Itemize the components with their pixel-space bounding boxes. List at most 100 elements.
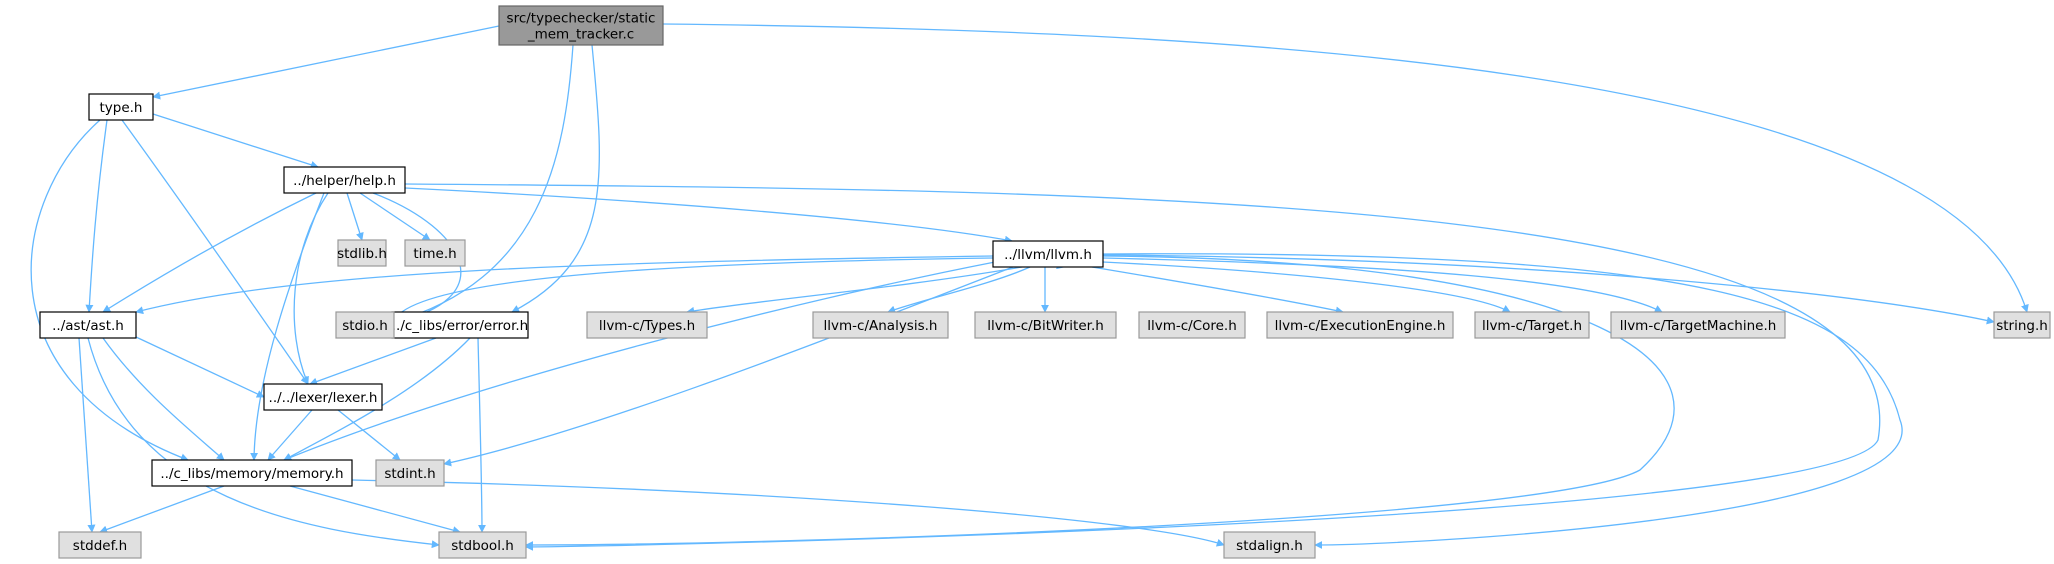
edge-llvm-to-memory — [283, 261, 996, 461]
edge-help-to-ast — [102, 192, 317, 313]
node-box-root[interactable] — [498, 5, 664, 46]
node-box-targetmachine[interactable] — [1610, 311, 1786, 339]
node-stdbool[interactable]: stdbool.h — [438, 531, 527, 559]
node-box-type[interactable] — [88, 93, 154, 121]
node-box-bitwriter[interactable] — [974, 311, 1117, 339]
edge-error-to-lexer — [309, 337, 437, 386]
edge-type-to-ast — [85, 119, 108, 313]
edge-help-to-stdbool — [404, 183, 1881, 551]
node-ast[interactable]: ../ast/ast.h — [39, 311, 137, 339]
edge-type-to-memory — [30, 119, 189, 462]
node-help[interactable]: ../helper/help.h — [283, 166, 406, 194]
node-label-stddef: stddef.h — [73, 538, 127, 554]
node-box-core[interactable] — [1138, 311, 1246, 339]
node-bitwriter[interactable]: llvm-c/BitWriter.h — [974, 311, 1117, 339]
node-label-llvm: ../llvm/llvm.h — [1004, 247, 1092, 263]
node-box-exec[interactable] — [1266, 311, 1454, 339]
node-box-stdalign[interactable] — [1223, 531, 1316, 559]
node-core[interactable]: llvm-c/Core.h — [1138, 311, 1246, 339]
node-box-analysis[interactable] — [812, 311, 949, 339]
edge-llvm-to-ast — [135, 255, 994, 315]
edge-llvm-to-stdint — [443, 266, 1014, 467]
edge-ast-to-stdbool — [87, 337, 440, 549]
edge-memory-to-stdalign — [351, 479, 1225, 547]
edge-llvm-to-stdio — [393, 257, 994, 321]
node-label-stdalign: stdalign.h — [1236, 538, 1303, 554]
node-label-types: llvm-c/Types.h — [599, 318, 695, 334]
node-box-ast[interactable] — [39, 311, 137, 339]
node-box-lexer[interactable] — [263, 383, 383, 411]
edge-llvm-to-stdalign — [1102, 253, 1903, 549]
node-stdalign[interactable]: stdalign.h — [1223, 531, 1316, 559]
node-stdlib[interactable]: stdlib.h — [337, 239, 387, 267]
node-targetmachine[interactable]: llvm-c/TargetMachine.h — [1610, 311, 1786, 339]
edge-llvm-to-stdbool — [525, 255, 1675, 549]
edge-root-to-type — [152, 25, 500, 100]
node-time[interactable]: time.h — [404, 239, 466, 267]
node-label-error: ../c_libs/error/error.h — [392, 318, 528, 334]
edge-llvm-to-targetmachine — [1102, 257, 1663, 313]
node-string[interactable]: string.h — [1993, 311, 2051, 339]
node-llvm[interactable]: ../llvm/llvm.h — [992, 240, 1104, 268]
edge-lexer-to-stdint — [337, 409, 401, 461]
edge-llvm-to-analysis — [887, 266, 1031, 314]
edge-help-to-time — [359, 192, 431, 241]
node-box-stdint[interactable] — [375, 459, 445, 487]
node-stdio[interactable]: stdio.h — [335, 311, 395, 339]
node-type[interactable]: type.h — [88, 93, 154, 121]
node-label-targetmachine: llvm-c/TargetMachine.h — [1620, 318, 1777, 334]
node-box-stdlib[interactable] — [337, 239, 387, 267]
node-label-root-0: src/typechecker/static — [507, 11, 656, 27]
edge-help-to-stdlib — [346, 192, 364, 241]
node-label-stdlib: stdlib.h — [337, 246, 387, 262]
nodes-layer: src/typechecker/static_mem_tracker.ctype… — [39, 5, 2051, 559]
node-error[interactable]: ../c_libs/error/error.h — [391, 311, 529, 339]
node-box-stddef[interactable] — [58, 531, 142, 559]
edge-llvm-to-types — [686, 266, 1023, 315]
node-label-string: string.h — [1996, 318, 2048, 334]
edge-root-to-error — [511, 44, 600, 313]
node-box-help[interactable] — [283, 166, 406, 194]
node-label-core: llvm-c/Core.h — [1147, 318, 1237, 334]
node-box-string[interactable] — [1993, 311, 2051, 339]
node-box-error[interactable] — [391, 311, 529, 339]
node-box-types[interactable] — [586, 311, 708, 339]
node-box-time[interactable] — [404, 239, 466, 267]
node-lexer[interactable]: ../../lexer/lexer.h — [263, 383, 383, 411]
node-stddef[interactable]: stddef.h — [58, 531, 142, 559]
node-label-root-1: _mem_tracker.c — [527, 27, 634, 43]
node-box-llvm[interactable] — [992, 240, 1104, 268]
node-root[interactable]: src/typechecker/static_mem_tracker.c — [498, 5, 664, 46]
node-label-stdint: stdint.h — [384, 466, 435, 482]
node-label-analysis: llvm-c/Analysis.h — [824, 318, 938, 334]
node-memory[interactable]: ../c_libs/memory/memory.h — [151, 459, 353, 487]
node-label-bitwriter: llvm-c/BitWriter.h — [987, 318, 1104, 334]
edge-help-to-memory — [250, 192, 325, 461]
node-box-target[interactable] — [1474, 311, 1590, 339]
edge-help-to-lexer — [293, 192, 329, 385]
node-box-memory[interactable] — [151, 459, 353, 487]
node-label-target: llvm-c/Target.h — [1482, 318, 1582, 334]
node-stdint[interactable]: stdint.h — [375, 459, 445, 487]
edge-memory-to-stddef — [99, 485, 225, 534]
edge-llvm-to-target — [1102, 261, 1511, 313]
node-label-memory: ../c_libs/memory/memory.h — [160, 466, 343, 482]
edge-error-to-stdbool — [477, 337, 486, 533]
edge-memory-to-stdbool — [289, 485, 461, 534]
node-label-stdbool: stdbool.h — [451, 538, 514, 554]
edge-ast-to-memory — [102, 337, 225, 461]
edge-type-to-help — [152, 113, 319, 169]
edge-ast-to-stddef — [78, 337, 96, 533]
node-types[interactable]: llvm-c/Types.h — [586, 311, 708, 339]
node-box-stdio[interactable] — [335, 311, 395, 339]
node-exec[interactable]: llvm-c/ExecutionEngine.h — [1266, 311, 1454, 339]
node-box-stdbool[interactable] — [438, 531, 527, 559]
node-analysis[interactable]: llvm-c/Analysis.h — [812, 311, 949, 339]
edge-ast-to-lexer — [135, 336, 265, 398]
edge-root-to-string — [662, 23, 2029, 313]
edge-type-to-lexer — [121, 119, 309, 385]
node-label-stdio: stdio.h — [342, 318, 388, 334]
node-target[interactable]: llvm-c/Target.h — [1474, 311, 1590, 339]
edge-llvm-to-exec — [1091, 266, 1344, 315]
